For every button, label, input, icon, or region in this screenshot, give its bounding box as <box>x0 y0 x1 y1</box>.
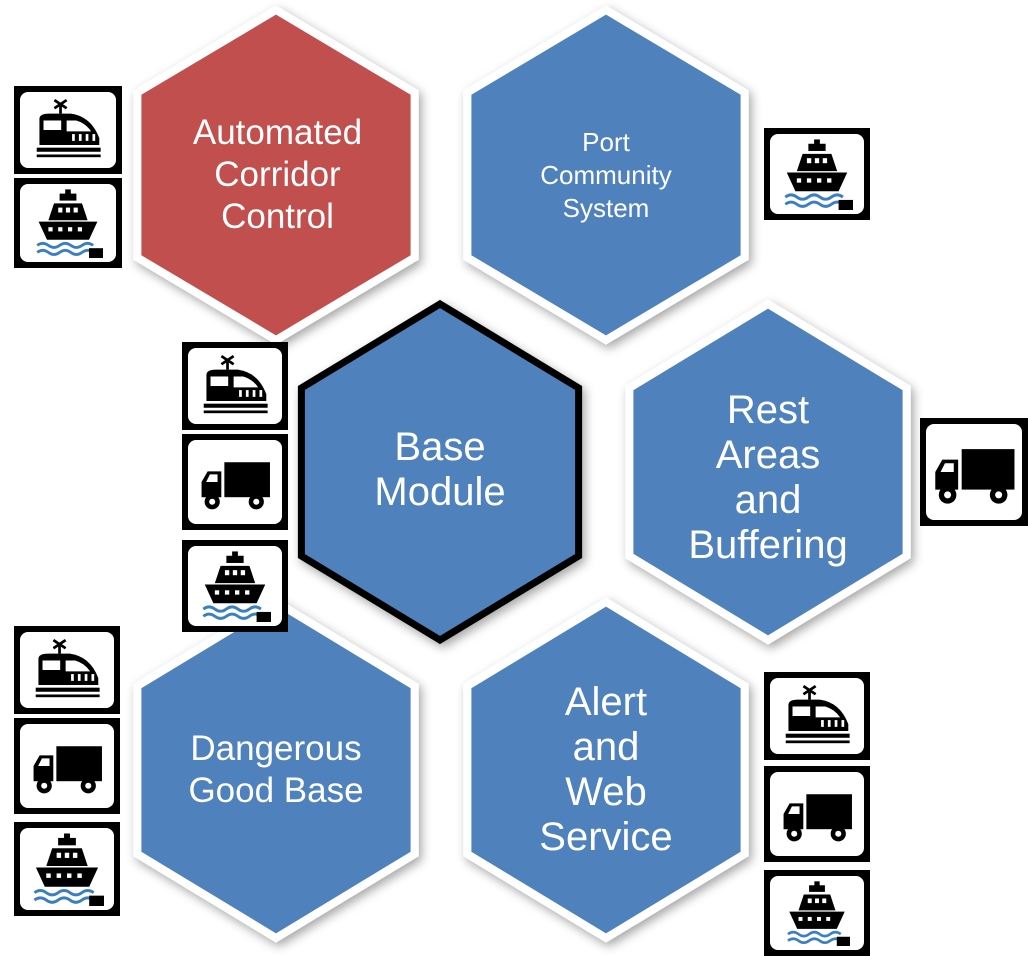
hexagon-rest-areas-and-buffering <box>625 299 911 645</box>
train-icon <box>14 626 120 714</box>
ship-icon <box>14 178 122 268</box>
label-alert-and-web-service: Alert and Web Service <box>539 680 673 859</box>
train-icon <box>182 342 288 430</box>
ship-icon <box>764 870 870 956</box>
truck-icon <box>14 718 120 814</box>
label-dangerous-good-base: Dangerous Good Base <box>188 729 364 810</box>
ship-icon <box>14 822 120 916</box>
ship-icon <box>182 540 288 632</box>
label-base-module: Base Module <box>374 425 506 514</box>
hexagon-port-community-system <box>463 5 749 345</box>
hexagon-automated-corridor-control <box>133 5 419 345</box>
label-automated-corridor-control: Automated Corridor Control <box>192 113 363 236</box>
train-icon <box>764 672 870 760</box>
train-icon <box>14 86 122 174</box>
hexagon-dangerous-good-base <box>133 597 419 943</box>
label-port-community-system: Port Community System <box>540 126 672 223</box>
truck-icon <box>920 418 1028 526</box>
truck-icon <box>764 766 870 862</box>
hexagon-base-module <box>297 299 583 645</box>
ship-icon <box>764 128 870 220</box>
label-rest-areas-and-buffering: Rest Areas and Buffering <box>688 387 848 567</box>
hexagon-alert-and-web-service <box>463 597 749 943</box>
truck-icon <box>182 434 288 530</box>
